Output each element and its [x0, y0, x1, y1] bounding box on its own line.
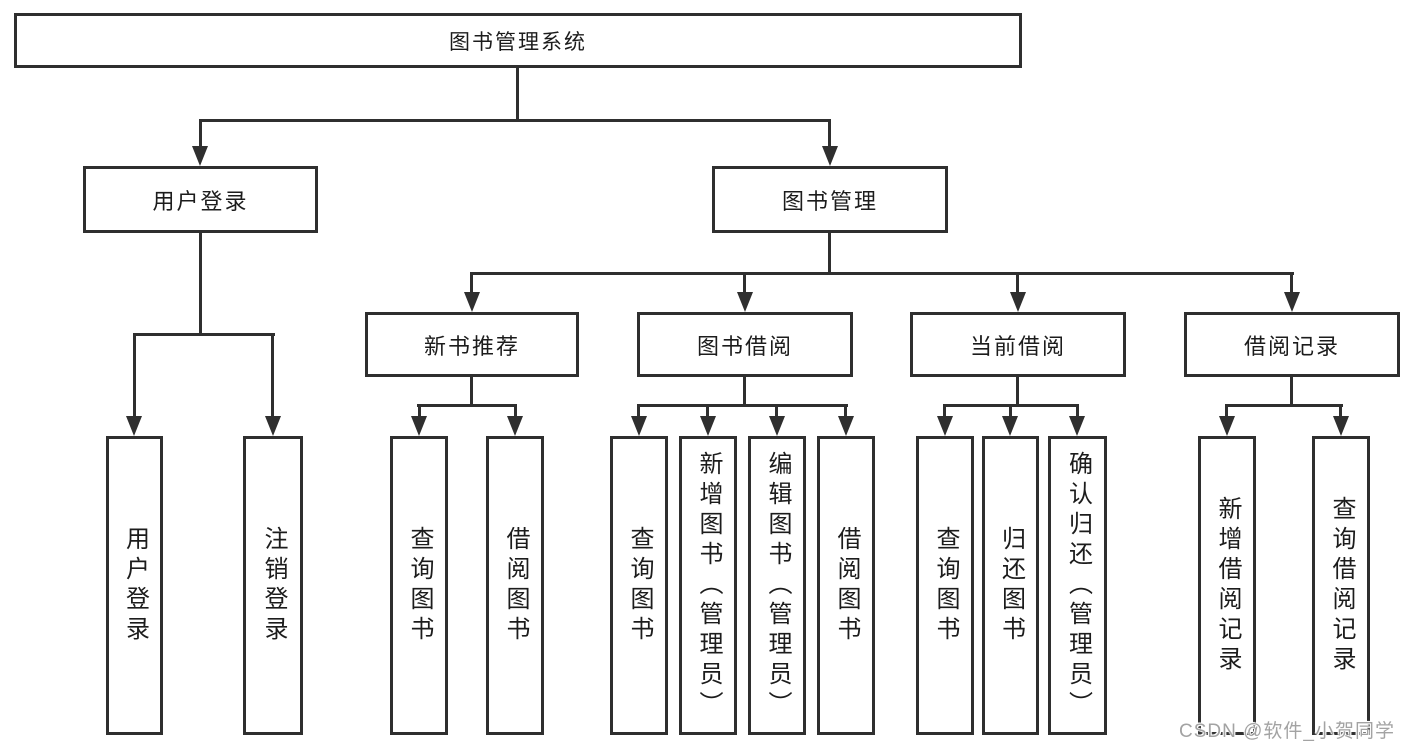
- connector-line: [1225, 404, 1228, 418]
- arrow-down-icon: [1333, 416, 1349, 436]
- connector-line: [516, 68, 519, 122]
- connector-line: [1339, 404, 1342, 418]
- arrow-down-icon: [507, 416, 523, 436]
- connector-line: [828, 233, 831, 275]
- arrow-down-icon: [1284, 292, 1300, 312]
- node-label: 查询借阅记录: [1328, 495, 1355, 676]
- node-label: 新增借阅记录: [1214, 495, 1241, 676]
- arrow-down-icon: [1002, 416, 1018, 436]
- arrow-down-icon: [464, 292, 480, 312]
- node-label: 编辑图书（管理员）: [764, 450, 791, 721]
- connector-line: [271, 333, 274, 418]
- node-book-borrowing: 图书借阅: [637, 312, 853, 377]
- connector-line: [637, 404, 848, 407]
- connector-line: [1009, 404, 1012, 418]
- arrow-down-icon: [1219, 416, 1235, 436]
- node-label: 新书推荐: [423, 333, 520, 359]
- watermark: CSDN @软件_小贺同学: [1179, 721, 1395, 742]
- node-label: 注销登录: [260, 525, 287, 646]
- node-label: 图书管理系统: [449, 30, 587, 54]
- leaf-borrow-books-recommend: 借阅图书: [486, 436, 544, 735]
- connector-line: [1016, 272, 1019, 296]
- connector-line: [743, 377, 746, 407]
- arrow-down-icon: [737, 292, 753, 312]
- connector-line: [828, 119, 831, 149]
- node-label: 借阅图书: [833, 525, 860, 646]
- connector-line: [199, 119, 831, 122]
- leaf-query-books-recommend: 查询图书: [390, 436, 448, 735]
- node-label: 确认归还（管理员）: [1064, 450, 1092, 721]
- leaf-edit-book-admin: 编辑图书（管理员）: [748, 436, 806, 735]
- arrow-down-icon: [126, 416, 142, 436]
- arrow-down-icon: [769, 416, 785, 436]
- arrow-down-icon: [192, 146, 208, 166]
- connector-line: [844, 404, 847, 418]
- connector-line: [1225, 404, 1343, 407]
- leaf-confirm-return-admin: 确认归还（管理员）: [1048, 436, 1107, 735]
- arrow-down-icon: [700, 416, 716, 436]
- arrow-down-icon: [265, 416, 281, 436]
- node-label: 借阅记录: [1243, 333, 1340, 359]
- leaf-add-borrow-record: 新增借阅记录: [1198, 436, 1256, 735]
- node-label: 归还图书: [997, 525, 1025, 646]
- connector-line: [943, 404, 946, 418]
- leaf-user-login: 用户登录: [106, 436, 163, 735]
- connector-line: [199, 119, 202, 149]
- node-library-management-system: 图书管理系统: [14, 13, 1022, 68]
- node-label: 图书管理: [781, 188, 878, 214]
- node-borrowing-records: 借阅记录: [1184, 312, 1400, 377]
- node-label: 新增图书（管理员）: [695, 450, 722, 721]
- arrow-down-icon: [631, 416, 647, 436]
- node-current-borrowing: 当前借阅: [910, 312, 1126, 377]
- connector-line: [637, 404, 640, 418]
- arrow-down-icon: [1069, 416, 1085, 436]
- connector-line: [743, 272, 746, 296]
- connector-line: [1290, 377, 1293, 407]
- node-label: 图书借阅: [696, 333, 793, 359]
- node-label: 当前借阅: [969, 333, 1066, 359]
- connector-line: [418, 404, 421, 418]
- node-new-book-recommendation: 新书推荐: [365, 312, 579, 377]
- connector-line: [417, 404, 517, 407]
- connector-line: [470, 377, 473, 407]
- connector-line: [514, 404, 517, 418]
- node-label: 查询图书: [932, 525, 959, 646]
- connector-line: [706, 404, 709, 418]
- node-book-management: 图书管理: [712, 166, 948, 233]
- connector-line: [470, 272, 1294, 275]
- arrow-down-icon: [1010, 292, 1026, 312]
- node-label: 用户登录: [121, 525, 149, 646]
- leaf-add-book-admin: 新增图书（管理员）: [679, 436, 737, 735]
- leaf-borrow-books: 借阅图书: [817, 436, 875, 735]
- connector-line: [775, 404, 778, 418]
- connector-line: [133, 333, 275, 336]
- leaf-query-borrow-record: 查询借阅记录: [1312, 436, 1370, 735]
- node-label: 查询图书: [626, 525, 653, 646]
- connector-line: [199, 233, 202, 336]
- node-label: 查询图书: [406, 525, 433, 646]
- arrow-down-icon: [411, 416, 427, 436]
- arrow-down-icon: [822, 146, 838, 166]
- node-label: 用户登录: [152, 188, 249, 214]
- arrow-down-icon: [838, 416, 854, 436]
- leaf-logout: 注销登录: [243, 436, 303, 735]
- leaf-query-books-borrow: 查询图书: [610, 436, 668, 735]
- connector-line: [1016, 377, 1019, 407]
- connector-line: [1290, 272, 1293, 296]
- leaf-query-books-current: 查询图书: [916, 436, 974, 735]
- arrow-down-icon: [937, 416, 953, 436]
- leaf-return-book: 归还图书: [982, 436, 1039, 735]
- node-user-login: 用户登录: [83, 166, 318, 233]
- connector-line: [1076, 404, 1079, 418]
- node-label: 借阅图书: [502, 525, 529, 646]
- connector-line: [470, 272, 473, 296]
- connector-line: [133, 333, 136, 418]
